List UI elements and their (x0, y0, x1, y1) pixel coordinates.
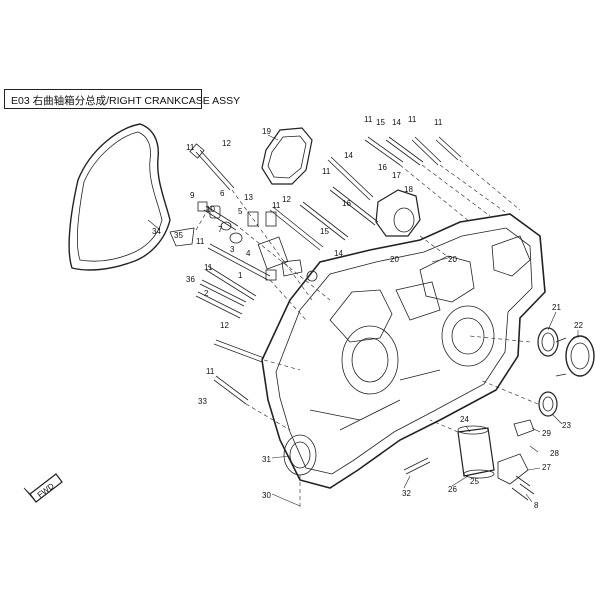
callout-label: 15 (376, 118, 385, 127)
callout-label: 3 (230, 245, 235, 254)
housing-part-17 (375, 189, 421, 237)
small-parts-left (169, 205, 318, 282)
bolt-set-upper-left (189, 143, 239, 231)
fwd-arrow-icon (23, 473, 63, 503)
diagram-title: E03 右曲轴箱分总成/RIGHT CRANKCASE ASSY (11, 95, 241, 107)
callout-label: 12 (282, 195, 291, 204)
callout-label: 14 (344, 151, 353, 160)
callout-label: 13 (244, 193, 253, 202)
callout-label: 11 (206, 367, 215, 376)
callout-label: 11 (322, 167, 331, 176)
callout-label: 1 (238, 271, 243, 280)
callout-label: 36 (186, 275, 195, 284)
callout-label: 8 (534, 501, 539, 510)
callout-label: 26 (448, 485, 457, 494)
callout-label: 11 (364, 115, 373, 124)
callout-label: 6 (220, 189, 225, 198)
callout-label: 2 (204, 289, 209, 298)
callout-label: 34 (152, 227, 161, 236)
cover-plate-part-19 (261, 127, 313, 185)
callout-label: 11 (434, 118, 443, 127)
bushing-part-26 (457, 425, 495, 479)
callout-label: 23 (562, 421, 571, 430)
gasket-part-34 (68, 123, 171, 271)
callout-label: 16 (342, 199, 351, 208)
callout-label: 16 (378, 163, 387, 172)
callout-label: 31 (262, 455, 271, 464)
pin-part-32 (403, 457, 431, 475)
callout-label: 11 (272, 201, 281, 210)
guide-lines (195, 159, 539, 510)
callout-label: 11 (196, 237, 205, 246)
fwd-label: FWD (36, 481, 56, 499)
callout-label: 32 (402, 489, 411, 498)
crankcase-body-part-30 (261, 213, 546, 489)
callout-label: 9 (190, 191, 195, 200)
callout-label: 35 (174, 231, 183, 240)
callout-label: 5 (238, 207, 243, 216)
callout-label: 12 (220, 321, 229, 330)
callout-label: 24 (460, 415, 469, 424)
callout-label: 14 (334, 249, 343, 258)
callout-label: 27 (542, 463, 551, 472)
callout-label: 20 (390, 255, 399, 264)
callout-label: 18 (404, 185, 413, 194)
callout-label: 21 (552, 303, 561, 312)
bearing-part-22 (555, 335, 595, 377)
callout-label: 7 (218, 225, 223, 234)
callout-label: 33 (198, 397, 207, 406)
callout-label: 22 (574, 321, 583, 330)
callout-label: 19 (262, 127, 271, 136)
callout-label: 14 (392, 118, 401, 127)
callout-label: 28 (550, 449, 559, 458)
callout-label: 4 (246, 249, 251, 258)
callout-label: 12 (222, 139, 231, 148)
callout-labels: 11 12 19 11 15 14 11 11 14 11 16 17 18 9… (152, 115, 583, 510)
bolt-set-left (195, 243, 271, 405)
leader-lines (147, 134, 579, 507)
small-parts-right (497, 419, 535, 501)
callout-label: 20 (448, 255, 457, 264)
diagram-title-box: E03 右曲轴箱分总成/RIGHT CRANKCASE ASSY (4, 89, 240, 109)
callout-label: 11 (204, 263, 213, 272)
callout-label: 15 (320, 227, 329, 236)
callout-label: 29 (542, 429, 551, 438)
stud-bolts-top (269, 136, 462, 251)
callout-label: 30 (262, 491, 271, 500)
callout-label: 11 (408, 115, 417, 124)
callout-label: 17 (392, 171, 401, 180)
callout-label: 11 (186, 143, 195, 152)
bearing-part-23 (538, 391, 558, 417)
callout-label: 10 (206, 205, 215, 214)
callout-label: 25 (470, 477, 479, 486)
bearing-part-21 (537, 327, 559, 357)
